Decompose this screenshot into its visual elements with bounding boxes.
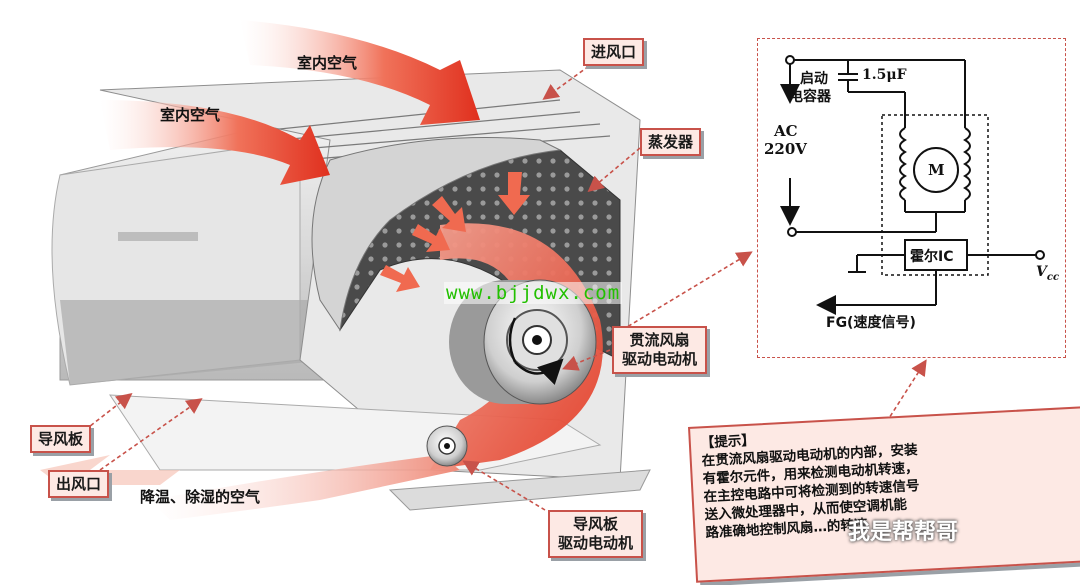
vcc-sub: cc xyxy=(1046,271,1060,283)
capacitor-label-1: 启动 xyxy=(800,71,828,87)
callout-air-inlet: 进风口 xyxy=(583,38,645,66)
callout-guide-motor: 导风板 驱动电动机 xyxy=(548,510,644,558)
motor-symbol: M xyxy=(928,161,945,179)
site-watermark: www.bjjdwx.com xyxy=(444,282,623,304)
callout-air-guide: 导风板 xyxy=(30,425,92,453)
hall-ic-label: 霍尔IC xyxy=(910,249,954,265)
corner-watermark: 我是帮帮哥 xyxy=(848,520,959,545)
callout-evaporator: 蒸发器 xyxy=(640,128,702,156)
label-indoor-air-left: 室内空气 xyxy=(160,106,221,124)
voltage-label: 220V xyxy=(764,140,807,158)
label-cooled-air: 降温、除湿的空气 xyxy=(140,488,261,506)
callout-guide-motor-line1: 导风板 xyxy=(573,515,619,533)
tip-note: 【提示】 在贯流风扇驱动电动机的内部，安装 有霍尔元件，用来检测电动机转速， 在… xyxy=(688,406,1080,583)
guide-motor-roller xyxy=(426,425,468,467)
callout-crossflow-motor-line1: 贯流风扇 xyxy=(629,331,690,349)
capacitor-value: 1.5μF xyxy=(862,67,907,83)
capacitor-label-2: 电容器 xyxy=(789,89,831,105)
ac-label: AC xyxy=(774,122,798,140)
callout-crossflow-motor-line2: 驱动电动机 xyxy=(622,350,698,368)
motor-circuit-schematic xyxy=(780,55,1045,315)
fg-signal-label: FG(速度信号) xyxy=(826,315,916,331)
callout-air-outlet: 出风口 xyxy=(48,470,110,498)
vcc-main: V xyxy=(1036,264,1047,280)
vcc-label: Vcc xyxy=(1036,264,1059,283)
circuit-panel xyxy=(757,38,1066,358)
label-indoor-air-top: 室内空气 xyxy=(297,54,358,72)
callout-crossflow-motor: 贯流风扇 驱动电动机 xyxy=(612,326,708,374)
callout-guide-motor-line2: 驱动电动机 xyxy=(558,534,634,552)
